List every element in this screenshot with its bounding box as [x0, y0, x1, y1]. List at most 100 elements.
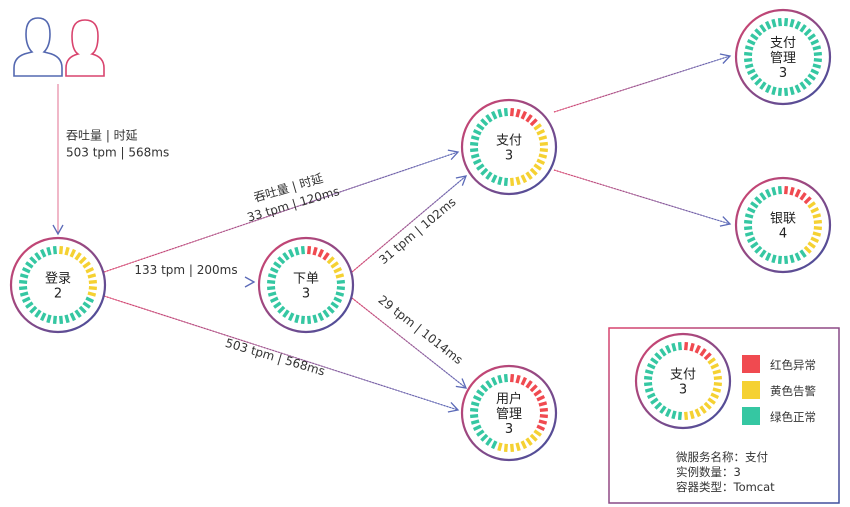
status-segment [490, 376, 498, 386]
status-segment [330, 261, 339, 269]
status-segment [529, 384, 538, 393]
status-segment [538, 419, 548, 425]
node-label: 下单 [293, 272, 319, 287]
status-segment [533, 163, 542, 171]
status-segment [539, 148, 548, 153]
status-segment [472, 158, 482, 166]
status-segment [336, 279, 345, 284]
status-segment [476, 389, 485, 397]
legend-sample-node[interactable]: 支付3 [634, 332, 732, 430]
status-segment [803, 28, 812, 37]
node-label: 银联 [770, 212, 796, 227]
status-segment [497, 442, 503, 452]
status-segment [490, 440, 498, 450]
status-segment [269, 296, 279, 304]
status-segment [813, 58, 822, 63]
status-segment [694, 344, 702, 354]
status-segment [497, 176, 503, 186]
status-segment [88, 279, 97, 284]
status-segment [307, 315, 312, 324]
status-segment [684, 342, 689, 351]
status-segment [25, 301, 34, 309]
legend-swatch-red [742, 355, 760, 373]
status-segment [74, 309, 82, 318]
status-segment [330, 301, 339, 309]
status-segment [74, 252, 82, 261]
service-node-pay[interactable]: 支付3 [460, 98, 558, 196]
status-segment [538, 153, 548, 159]
legend-item-label: 黄色告警 [770, 384, 816, 398]
status-segment [754, 28, 763, 37]
status-segment [646, 392, 656, 400]
edge-pay-unionpay[interactable] [553, 169, 732, 227]
status-segment [659, 348, 667, 357]
status-segment [294, 246, 300, 256]
status-segment [789, 186, 795, 196]
status-segment [52, 246, 57, 255]
edge-pay-pay_mgmt[interactable] [553, 53, 732, 113]
status-segment [480, 384, 489, 393]
status-segment [764, 20, 772, 30]
status-segment [529, 433, 538, 442]
status-segment [64, 314, 70, 324]
arrow-head-icon [52, 224, 64, 236]
status-segment [536, 128, 546, 136]
status-segment [654, 401, 663, 410]
status-segment [476, 163, 485, 171]
status-segment [34, 309, 42, 318]
status-segment [503, 177, 508, 186]
status-segment [664, 344, 672, 354]
status-segment [539, 141, 548, 146]
status-segment [282, 252, 290, 261]
status-segment [754, 77, 763, 86]
status-segment [689, 342, 695, 352]
status-segment [476, 429, 485, 437]
legend-info-line: 实例数量：3 [676, 465, 741, 479]
status-segment [317, 312, 325, 322]
status-segment [771, 18, 777, 28]
edge-login-user_mgmt[interactable] [103, 295, 460, 413]
status-segment [333, 266, 343, 274]
edge-login-pay[interactable] [103, 149, 460, 273]
service-node-login[interactable]: 登录2 [9, 236, 107, 334]
status-segment [746, 206, 756, 214]
status-segment [644, 375, 653, 380]
status-segment [322, 309, 330, 318]
status-segment [759, 81, 767, 90]
status-segment [807, 241, 816, 249]
status-segment [470, 135, 480, 141]
status-segment [644, 387, 654, 393]
edge-users-login[interactable] [52, 84, 64, 236]
node-label: 登录 [45, 272, 71, 287]
status-segment [287, 248, 295, 258]
status-segment [529, 167, 538, 176]
status-segment [525, 171, 533, 180]
status-segment [659, 405, 667, 414]
legend-info-line: 微服务名称：支付 [676, 450, 768, 464]
status-segment [744, 51, 753, 56]
edge-login-order[interactable] [106, 276, 256, 288]
status-segment [317, 248, 325, 258]
status-segment [480, 433, 489, 442]
service-node-order[interactable]: 下单3 [257, 236, 355, 334]
service-node-unionpay[interactable]: 银联4 [734, 176, 832, 274]
status-segment [515, 176, 521, 186]
edge-order-pay[interactable] [351, 175, 468, 273]
status-segment [19, 291, 29, 297]
status-segment [759, 192, 767, 201]
status-segment [267, 291, 277, 297]
arrow-head-icon [455, 175, 468, 186]
status-segment [713, 375, 722, 380]
status-segment [82, 301, 91, 309]
edge-metric-text: 503 tpm | 568ms [66, 146, 169, 160]
status-segment [764, 188, 772, 198]
status-segment [515, 442, 521, 452]
status-segment [326, 256, 335, 265]
status-segment [510, 177, 515, 186]
status-segment [312, 246, 318, 256]
edge-order-user_mgmt[interactable] [351, 297, 468, 389]
status-segment [520, 440, 528, 450]
